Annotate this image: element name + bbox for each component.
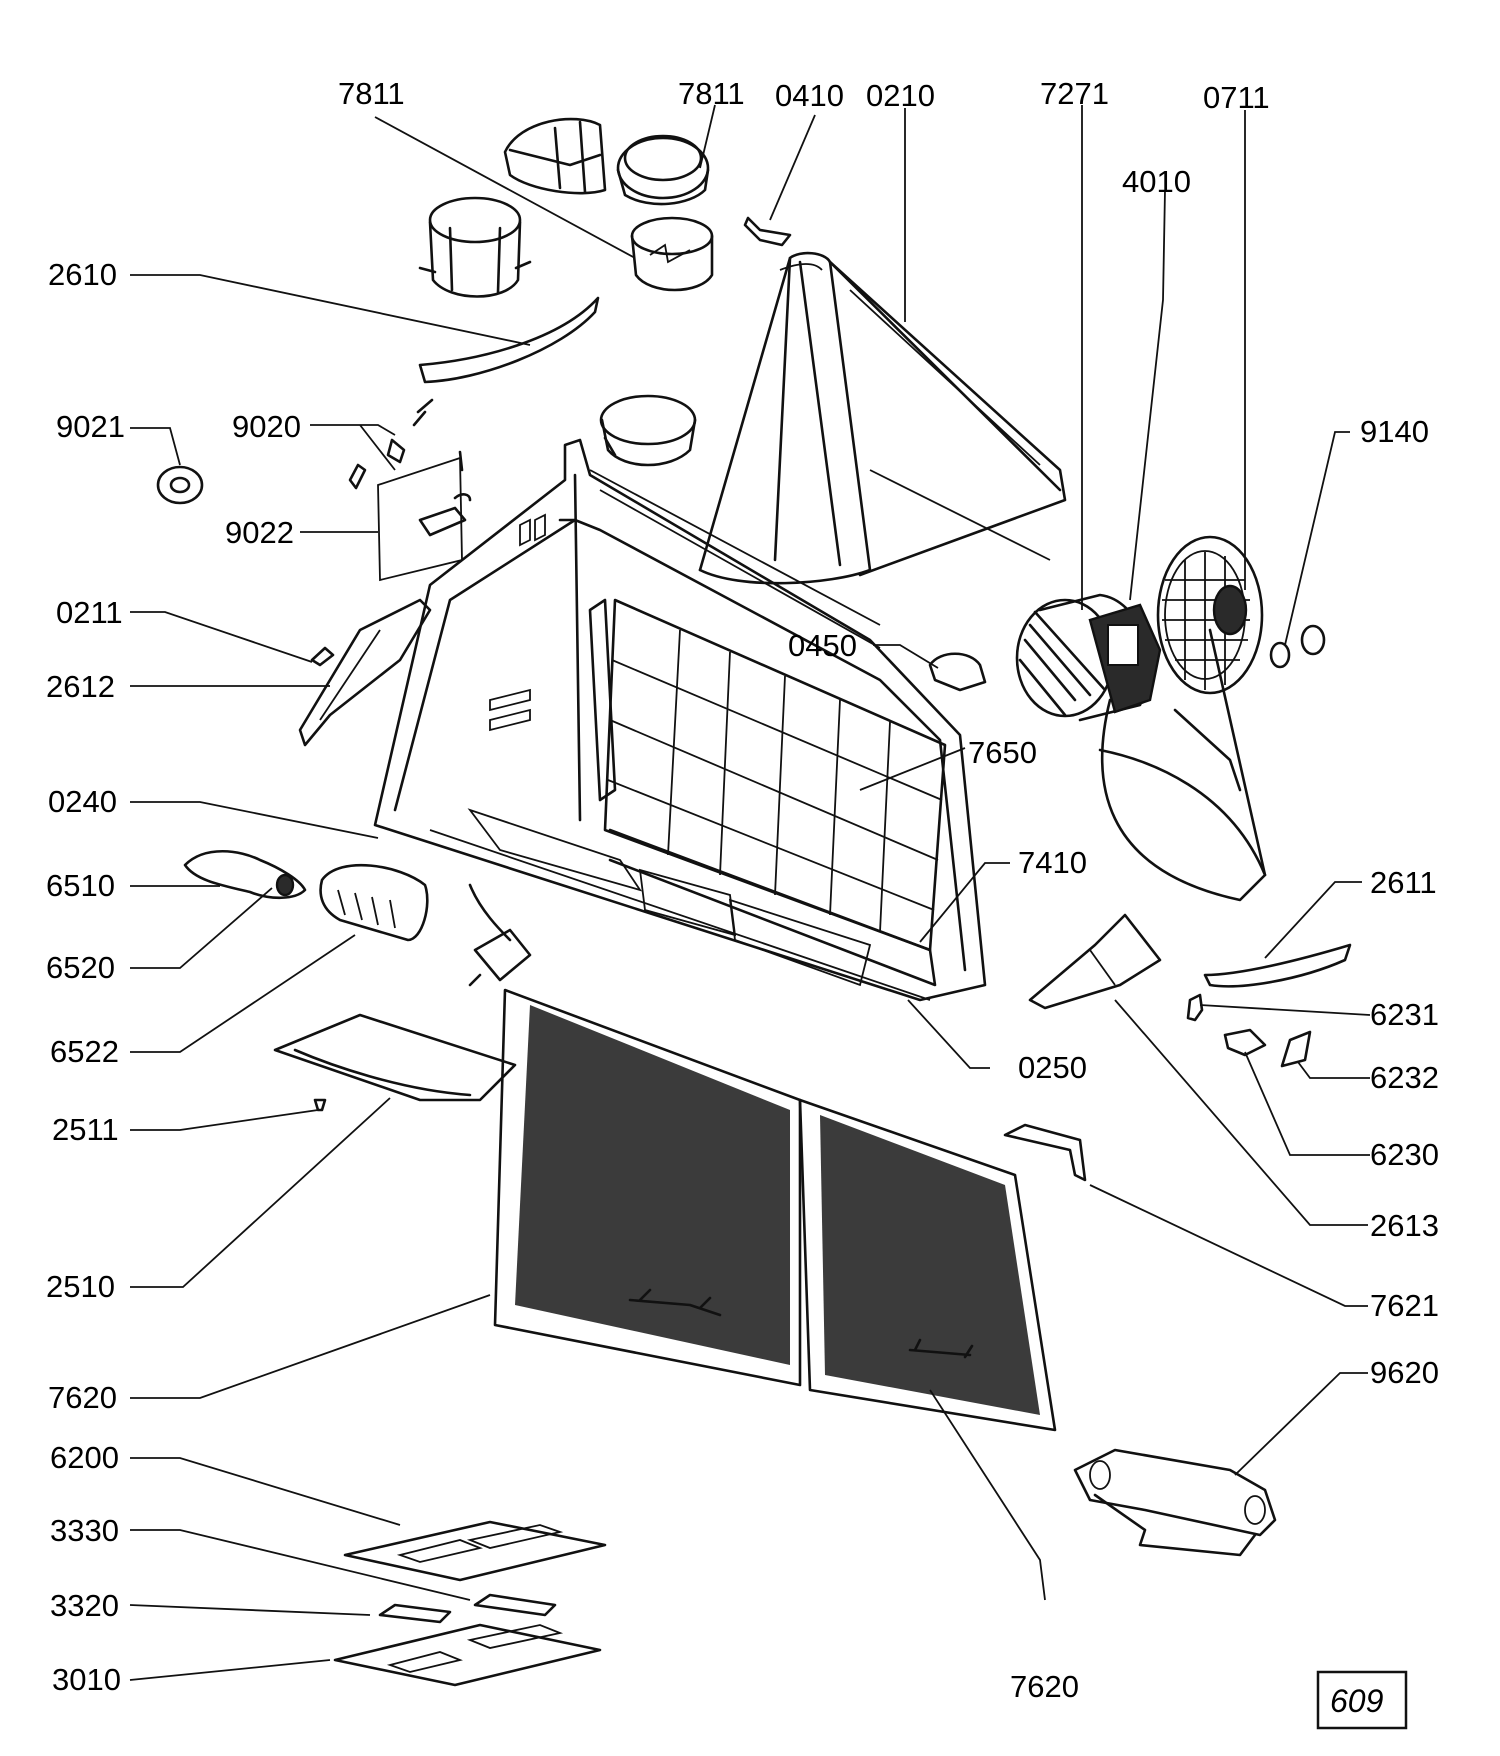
bracket-0410 xyxy=(743,216,792,247)
switch-plate-6520 xyxy=(319,863,429,942)
backdraft-damper-ring xyxy=(630,216,714,292)
knob-9021 xyxy=(156,465,204,505)
clip-0450 xyxy=(928,652,987,692)
label-7621: 7621 xyxy=(1370,1288,1439,1323)
pcb-3320 xyxy=(378,1603,452,1624)
label-0240: 0240 xyxy=(48,784,117,819)
label-0410: 0410 xyxy=(775,78,844,113)
label-7410: 7410 xyxy=(1018,845,1087,880)
label-6520: 6520 xyxy=(46,950,115,985)
nut-9140 xyxy=(1269,624,1326,669)
label-2610: 2610 xyxy=(48,257,117,292)
label-3320: 3320 xyxy=(50,1588,119,1623)
filter-grid-7650 xyxy=(603,598,947,987)
part-labels: 7811 7811 0410 0210 7271 0711 4010 2610 … xyxy=(46,76,1439,1704)
label-7811: 7811 xyxy=(338,76,405,111)
duct-adapter-7811-half xyxy=(503,117,607,195)
grease-filter-7620-left xyxy=(493,988,802,1387)
side-panel-2612 xyxy=(298,598,432,747)
label-0211: 0211 xyxy=(56,595,123,630)
label-9620: 9620 xyxy=(1370,1355,1439,1390)
label-3010: 3010 xyxy=(52,1662,121,1697)
label-7650: 7650 xyxy=(968,735,1037,770)
clip-0211 xyxy=(310,646,335,667)
power-cord-plug xyxy=(468,883,532,987)
pcb-3330 xyxy=(473,1593,557,1617)
bracket-2613 xyxy=(1028,913,1162,1010)
label-2611: 2611 xyxy=(1370,865,1437,900)
label-6510: 6510 xyxy=(46,868,115,903)
fan-cone-housing xyxy=(1098,628,1267,902)
label-6522: 6522 xyxy=(50,1034,119,1069)
hood-body-0240 xyxy=(373,438,987,1002)
grease-filter-disc-0711 xyxy=(1156,535,1264,695)
label-2511: 2511 xyxy=(52,1112,119,1147)
label-7271: 7271 xyxy=(1040,76,1109,111)
label-6232: 6232 xyxy=(1370,1060,1439,1095)
duct-ring-7811 xyxy=(616,134,710,206)
filter-latch-7621 xyxy=(1003,1123,1087,1182)
exhaust-outlet-collar xyxy=(418,196,532,298)
label-0210: 0210 xyxy=(866,78,935,113)
switch-bracket-9022 xyxy=(377,450,472,582)
label-6230: 6230 xyxy=(1370,1137,1439,1172)
label-9021: 9021 xyxy=(56,409,125,444)
sheet-number-box: 609 xyxy=(1316,1670,1408,1730)
label-0250: 0250 xyxy=(1018,1050,1087,1085)
screw-9020 xyxy=(348,398,434,490)
grease-filter-7620-right xyxy=(798,1098,1057,1432)
label-0450: 0450 xyxy=(788,628,857,663)
label-6231: 6231 xyxy=(1370,997,1439,1032)
motor-4010 xyxy=(1088,603,1162,714)
lamp-cover-2510 xyxy=(273,1013,517,1102)
panel-plate-3010 xyxy=(333,1623,602,1687)
label-7620: 7620 xyxy=(48,1380,117,1415)
clip-6230 xyxy=(1223,1028,1267,1057)
label-9020: 9020 xyxy=(232,409,301,444)
outlet-collar-lower xyxy=(599,394,697,467)
trim-strip-2611 xyxy=(1203,943,1352,988)
control-panel-6200 xyxy=(343,1520,607,1582)
label-0711: 0711 xyxy=(1203,80,1270,115)
label-7620: 7620 xyxy=(1010,1669,1079,1704)
trim-strip-2610 xyxy=(418,296,600,384)
label-7811: 7811 xyxy=(678,76,745,111)
label-4010: 4010 xyxy=(1122,164,1191,199)
lamp-socket-6510 xyxy=(183,849,307,900)
clip-6231 xyxy=(1186,993,1204,1022)
screw-2511 xyxy=(313,1098,327,1112)
label-3330: 3330 xyxy=(50,1513,119,1548)
light-module-9620 xyxy=(1073,1448,1277,1557)
label-9140: 9140 xyxy=(1360,414,1429,449)
sheet-number: 609 xyxy=(1330,1683,1384,1719)
label-2510: 2510 xyxy=(46,1269,115,1304)
label-2613: 2613 xyxy=(1370,1208,1439,1243)
label-6200: 6200 xyxy=(50,1440,119,1475)
motor-housing-0210 xyxy=(698,251,1067,585)
label-9022: 9022 xyxy=(225,515,294,550)
leader-lines xyxy=(129,104,1371,1681)
clip-6232 xyxy=(1280,1030,1312,1068)
label-2612: 2612 xyxy=(46,669,115,704)
